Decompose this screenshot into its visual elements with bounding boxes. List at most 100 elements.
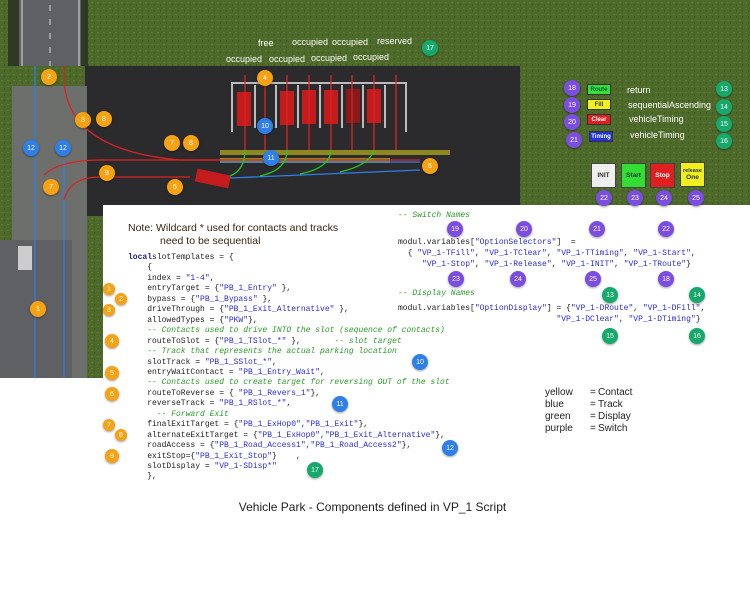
code-text: }, — [358, 420, 369, 429]
code-string: "PB_1_ExHop0","PB_1_Exit_Alternative" — [257, 431, 436, 440]
code-line: -- Contacts used to drive INTO the slot … — [128, 326, 445, 336]
code-line: modul.variables["OptionSelectors"] = — [398, 238, 576, 248]
code-line: roadAccess = {"PB_1_Road_Access1","PB_1_… — [128, 441, 411, 451]
code-text: , — [209, 274, 215, 283]
blue-number-badge: 11 — [263, 150, 279, 166]
code-line: -- Contacts used to create target for re… — [128, 378, 449, 388]
code-line: entryWaitContact = "PB_1_Entry_Wait", — [128, 368, 325, 378]
slot-status-label: occupied — [353, 52, 390, 62]
orange-number-badge: 8 — [115, 429, 127, 441]
code-line: modul.variables["OptionDisplay"] = {"VP_… — [398, 304, 705, 314]
code-text: , — [614, 260, 624, 269]
legend-meaning: Contact — [598, 387, 633, 398]
purple-number-badge: 22 — [596, 190, 612, 206]
code-string: "PB_1_SSlot_*" — [204, 358, 273, 367]
code-line: -- Display Names — [398, 289, 475, 299]
green-number-badge: 14 — [689, 287, 705, 303]
timing-switch[interactable]: Timing — [589, 131, 613, 142]
green-number-badge: 15 — [716, 116, 732, 132]
code-text: modul.variables[ — [398, 304, 475, 313]
code-line: -- Switch Names — [398, 211, 470, 221]
start-label: Start — [626, 172, 641, 179]
blue-number-badge: 10 — [412, 354, 428, 370]
green-number-badge: 15 — [602, 328, 618, 344]
clear-switch[interactable]: Clear — [587, 114, 611, 125]
legend-eq: = — [590, 423, 596, 434]
orange-number-badge: 7 — [103, 419, 115, 431]
code-string: "PB_1_ExHop0","PB_1_Exit" — [238, 420, 359, 429]
purple-number-badge: 21 — [589, 221, 605, 237]
legend-color: blue — [545, 399, 564, 410]
truck — [18, 246, 32, 270]
stop-button[interactable]: Stop — [650, 163, 675, 188]
legend-color: purple — [545, 423, 573, 434]
stop-label: Stop — [655, 172, 670, 179]
code-string: "VP_1-DTiming" — [628, 315, 696, 324]
purple-number-badge: 25 — [688, 190, 704, 206]
blue-number-badge: 11 — [332, 396, 348, 412]
code-text: exitStop={ — [128, 452, 196, 461]
code-text: } , — [272, 452, 301, 461]
purple-number-badge: 23 — [448, 271, 464, 287]
init-button[interactable]: INIT — [591, 163, 616, 188]
code-text: routeToSlot = { — [128, 337, 220, 346]
code-line: alternateExitTarget = {"PB_1_ExHop0","PB… — [128, 431, 445, 441]
code-line: -- Forward Exit — [128, 410, 229, 420]
code-line: }, — [128, 472, 157, 482]
orange-number-badge: 3 — [103, 304, 115, 316]
code-line: { "VP_1-TFill", "VP_1-TClear", "VP_1-TTi… — [398, 249, 696, 259]
figure-title: Vehicle Park - Components defined in VP_… — [238, 500, 507, 514]
code-line: routeToSlot = {"PB_1_TSlot_*" }, -- slot… — [128, 337, 401, 347]
orange-number-badge: 8 — [183, 135, 199, 151]
green-number-badge: 16 — [689, 328, 705, 344]
purple-number-badge: 22 — [658, 221, 674, 237]
orange-number-badge: 3 — [75, 112, 91, 128]
purple-number-badge: 23 — [627, 190, 643, 206]
purple-number-badge: 19 — [447, 221, 463, 237]
code-text: modul.variables[ — [398, 238, 475, 247]
note-line-1: Note: Wildcard * used for contacts and t… — [128, 222, 339, 234]
code-string: "VP_1-INIT" — [561, 260, 615, 269]
code-text: { — [398, 249, 418, 258]
purple-number-badge: 20 — [516, 221, 532, 237]
code-string: "PB_1_Entry" — [219, 284, 277, 293]
route-switch[interactable]: Route — [587, 84, 611, 95]
code-text: slotDisplay = — [128, 462, 215, 471]
orange-number-badge: 2 — [115, 293, 127, 305]
code-string: "VP_1-Start" — [633, 249, 691, 258]
code-text: }, — [276, 284, 292, 293]
code-text: slotTemplates = { — [152, 253, 234, 262]
code-line: { — [128, 263, 152, 273]
code-text: finalExitTarget = { — [128, 420, 239, 429]
orange-number-badge: 5 — [167, 179, 183, 195]
code-comment: -- Contacts used to drive INTO the slot … — [128, 326, 445, 335]
code-string: "PKW" — [224, 316, 249, 325]
code-string: "PB_1_Exit_Alternative" — [224, 305, 335, 314]
code-text: roadAccess = { — [128, 441, 215, 450]
slot-status-label: occupied — [332, 37, 369, 47]
code-text: }, — [401, 441, 412, 450]
code-line: exitStop={"PB_1_Exit_Stop"} , — [128, 452, 301, 462]
code-text: } — [686, 260, 691, 269]
code-text: , — [618, 315, 629, 324]
purple-number-badge: 19 — [564, 97, 580, 113]
start-button[interactable]: Start — [621, 163, 646, 188]
green-number-badge: 16 — [716, 133, 732, 149]
fill-switch[interactable]: Fill — [587, 99, 611, 110]
code-line: "VP_1-DClear", "VP_1-DTiming"} — [398, 315, 700, 325]
release-label: release — [683, 168, 702, 174]
orange-number-badge: 5 — [105, 366, 119, 380]
code-text: { — [128, 263, 153, 272]
code-text: }, — [286, 337, 335, 346]
code-string: "VP_1-TRoute" — [623, 260, 687, 269]
code-comment: -- Forward Exit — [128, 410, 229, 419]
code-line: -- Track that represents the actual park… — [128, 347, 397, 357]
code-text: ] = — [556, 238, 576, 247]
blue-number-badge: 10 — [257, 118, 273, 134]
code-text: slotTrack = — [128, 358, 205, 367]
code-line: reverseTrack = "PB_1_RSlot_*", — [128, 399, 291, 409]
release-one-label: One — [686, 174, 699, 181]
code-line: allowedTypes = {"PKW"}, — [128, 316, 257, 326]
green-number-badge: 17 — [307, 462, 323, 478]
